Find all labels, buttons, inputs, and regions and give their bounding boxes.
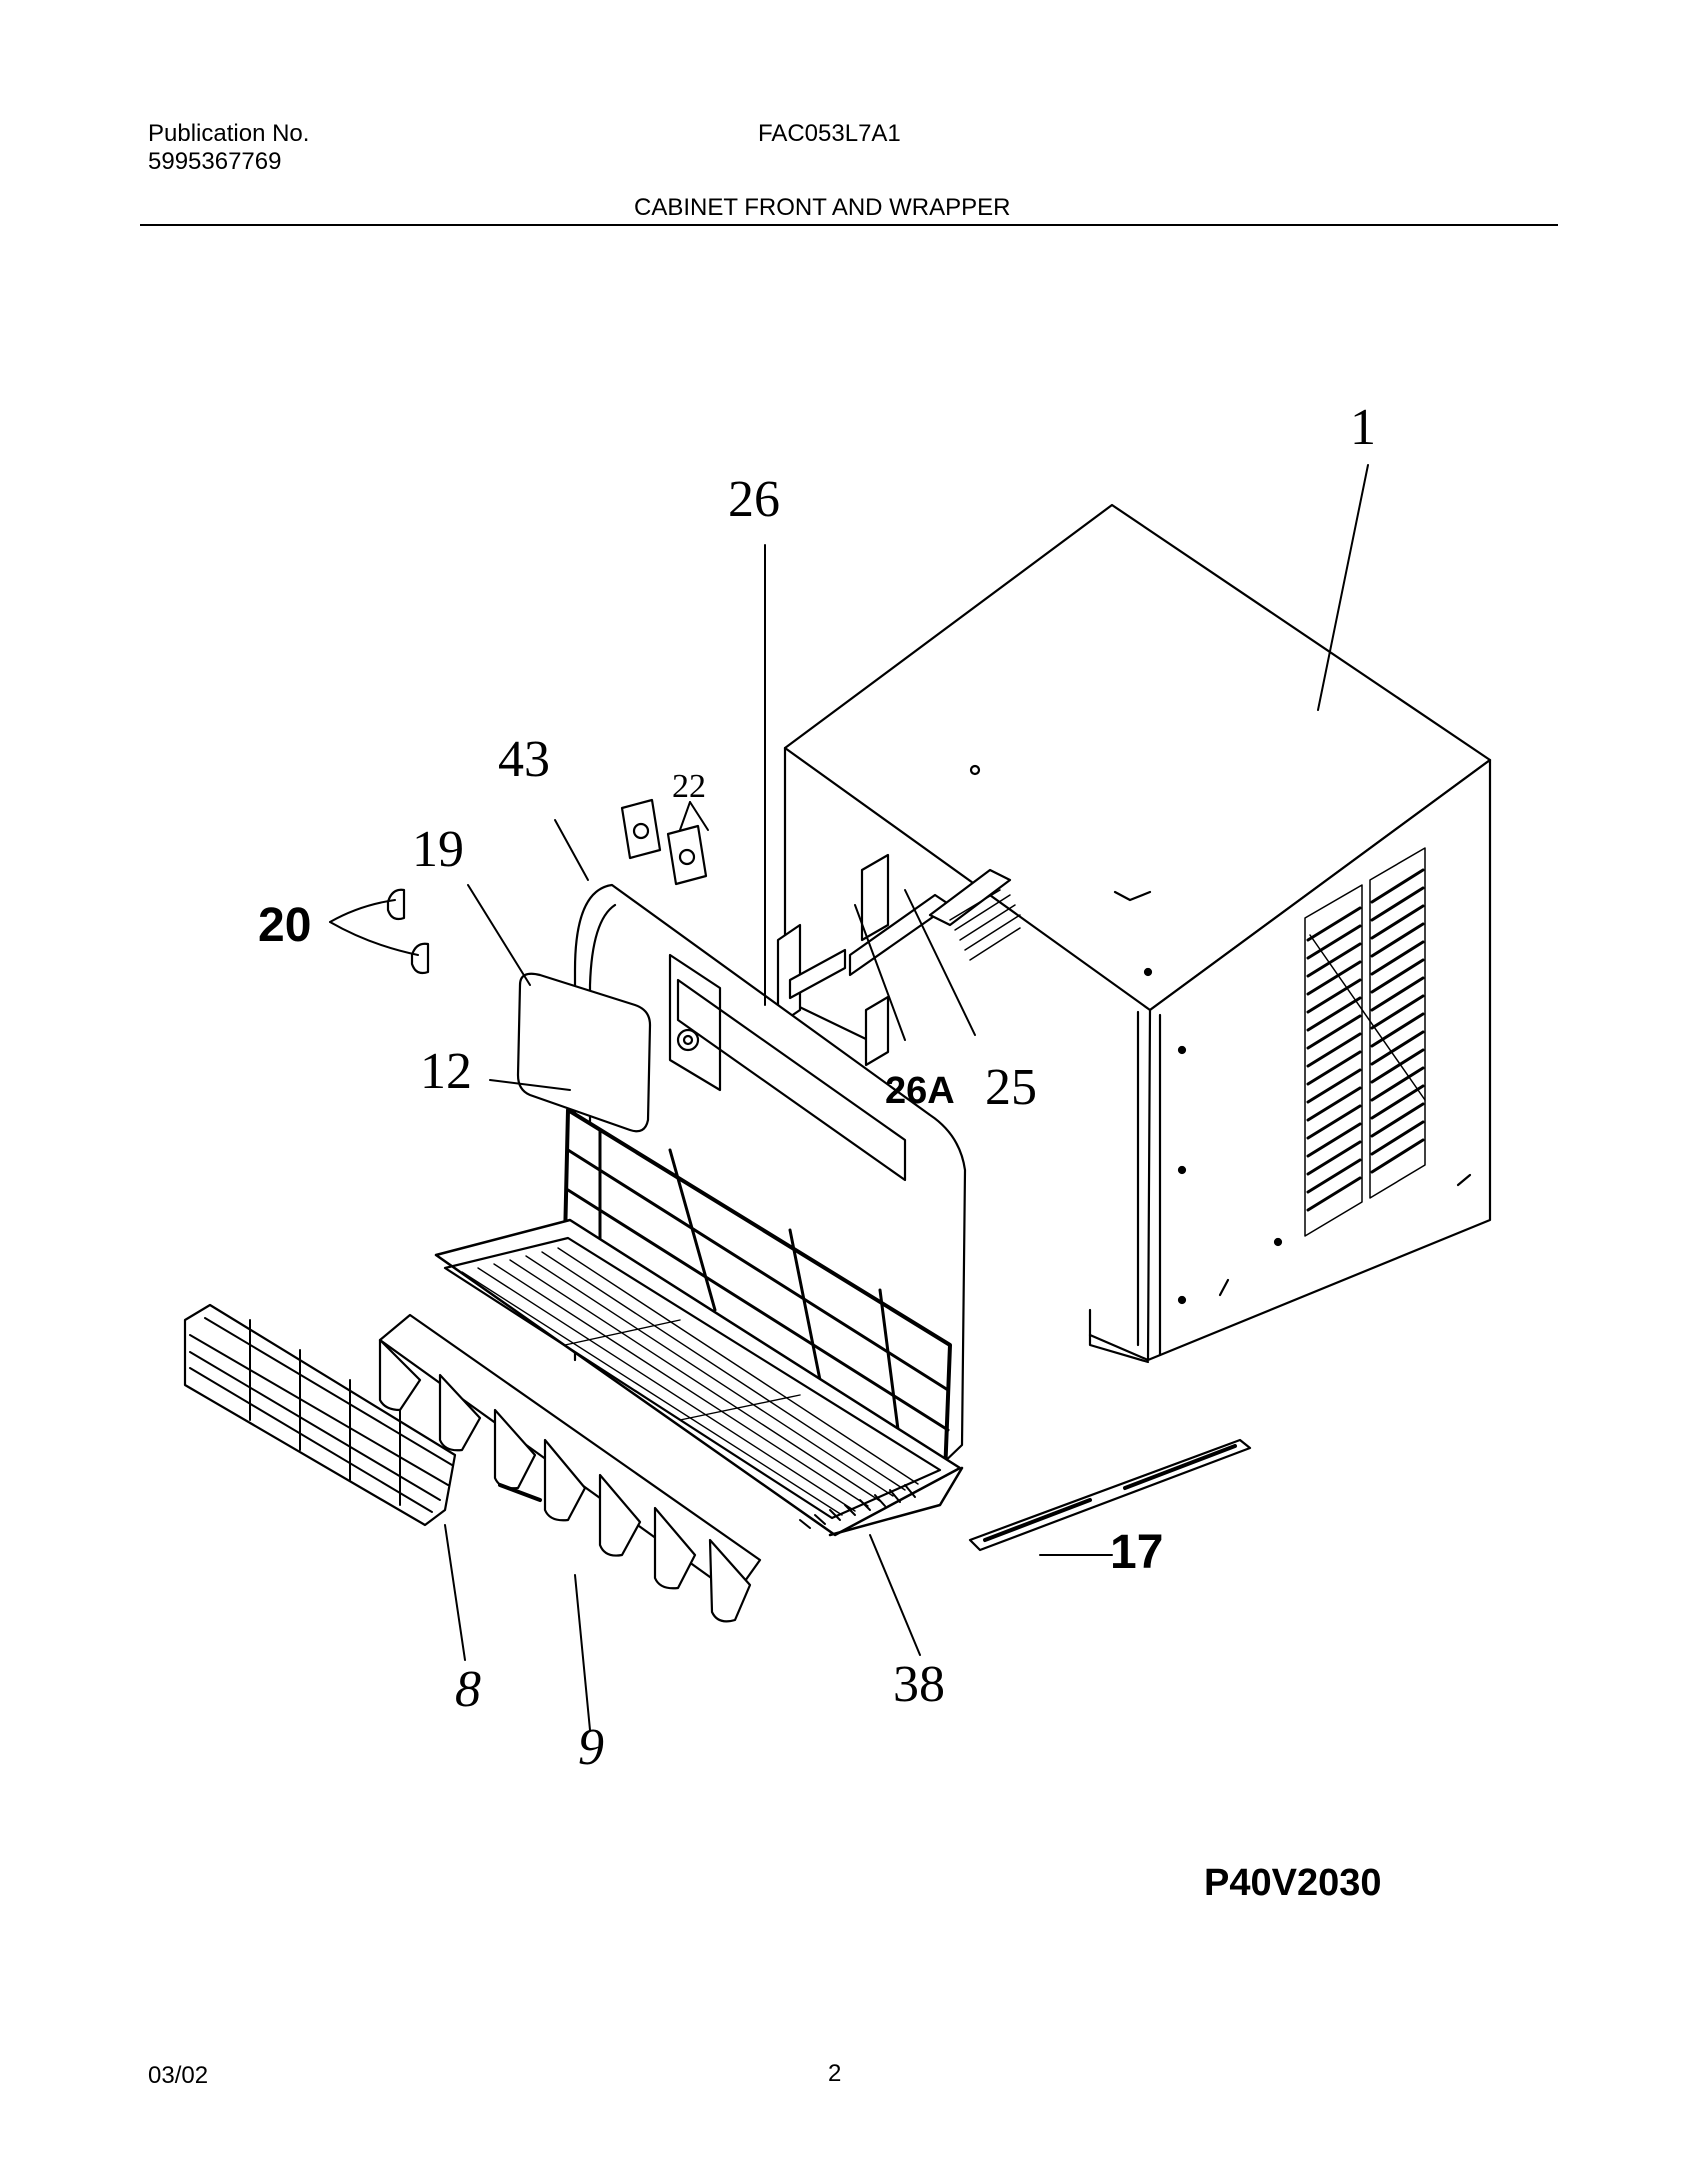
louver-assembly-part xyxy=(378,1313,762,1623)
drawing-code: P40V2030 xyxy=(1204,1862,1382,1904)
page-number: 2 xyxy=(828,2060,842,2087)
publication-number: 5995367769 xyxy=(148,148,282,175)
callout-17: 17 xyxy=(1110,1526,1164,1579)
callout-8: 8 xyxy=(455,1661,481,1718)
section-title: CABINET FRONT AND WRAPPER xyxy=(634,194,1011,221)
callout-9: 9 xyxy=(578,1719,604,1776)
callout-20: 20 xyxy=(258,899,312,952)
grille-tray-part xyxy=(434,1218,964,1537)
callout-26a: 26A xyxy=(885,1070,955,1112)
callout-1: 1 xyxy=(1350,399,1376,456)
callout-26: 26 xyxy=(728,471,780,528)
header-rule xyxy=(140,224,1558,226)
spacers-part xyxy=(620,798,708,886)
callout-25: 25 xyxy=(985,1059,1037,1116)
cabinet-wrapper-part xyxy=(776,503,1492,1364)
seal-strip-part xyxy=(968,1438,1252,1552)
knobs-part xyxy=(386,888,430,975)
callout-12: 12 xyxy=(420,1043,472,1100)
callout-19: 19 xyxy=(412,821,464,878)
label-part xyxy=(516,972,652,1133)
louver-frame-part xyxy=(183,1303,457,1527)
callout-22: 22 xyxy=(672,768,706,805)
callout-43: 43 xyxy=(498,731,550,788)
publication-label: Publication No. xyxy=(148,120,310,147)
callout-38: 38 xyxy=(893,1656,945,1713)
model-number: FAC053L7A1 xyxy=(758,120,901,147)
footer-date: 03/02 xyxy=(148,2062,209,2089)
leader-lines xyxy=(329,464,1369,1731)
